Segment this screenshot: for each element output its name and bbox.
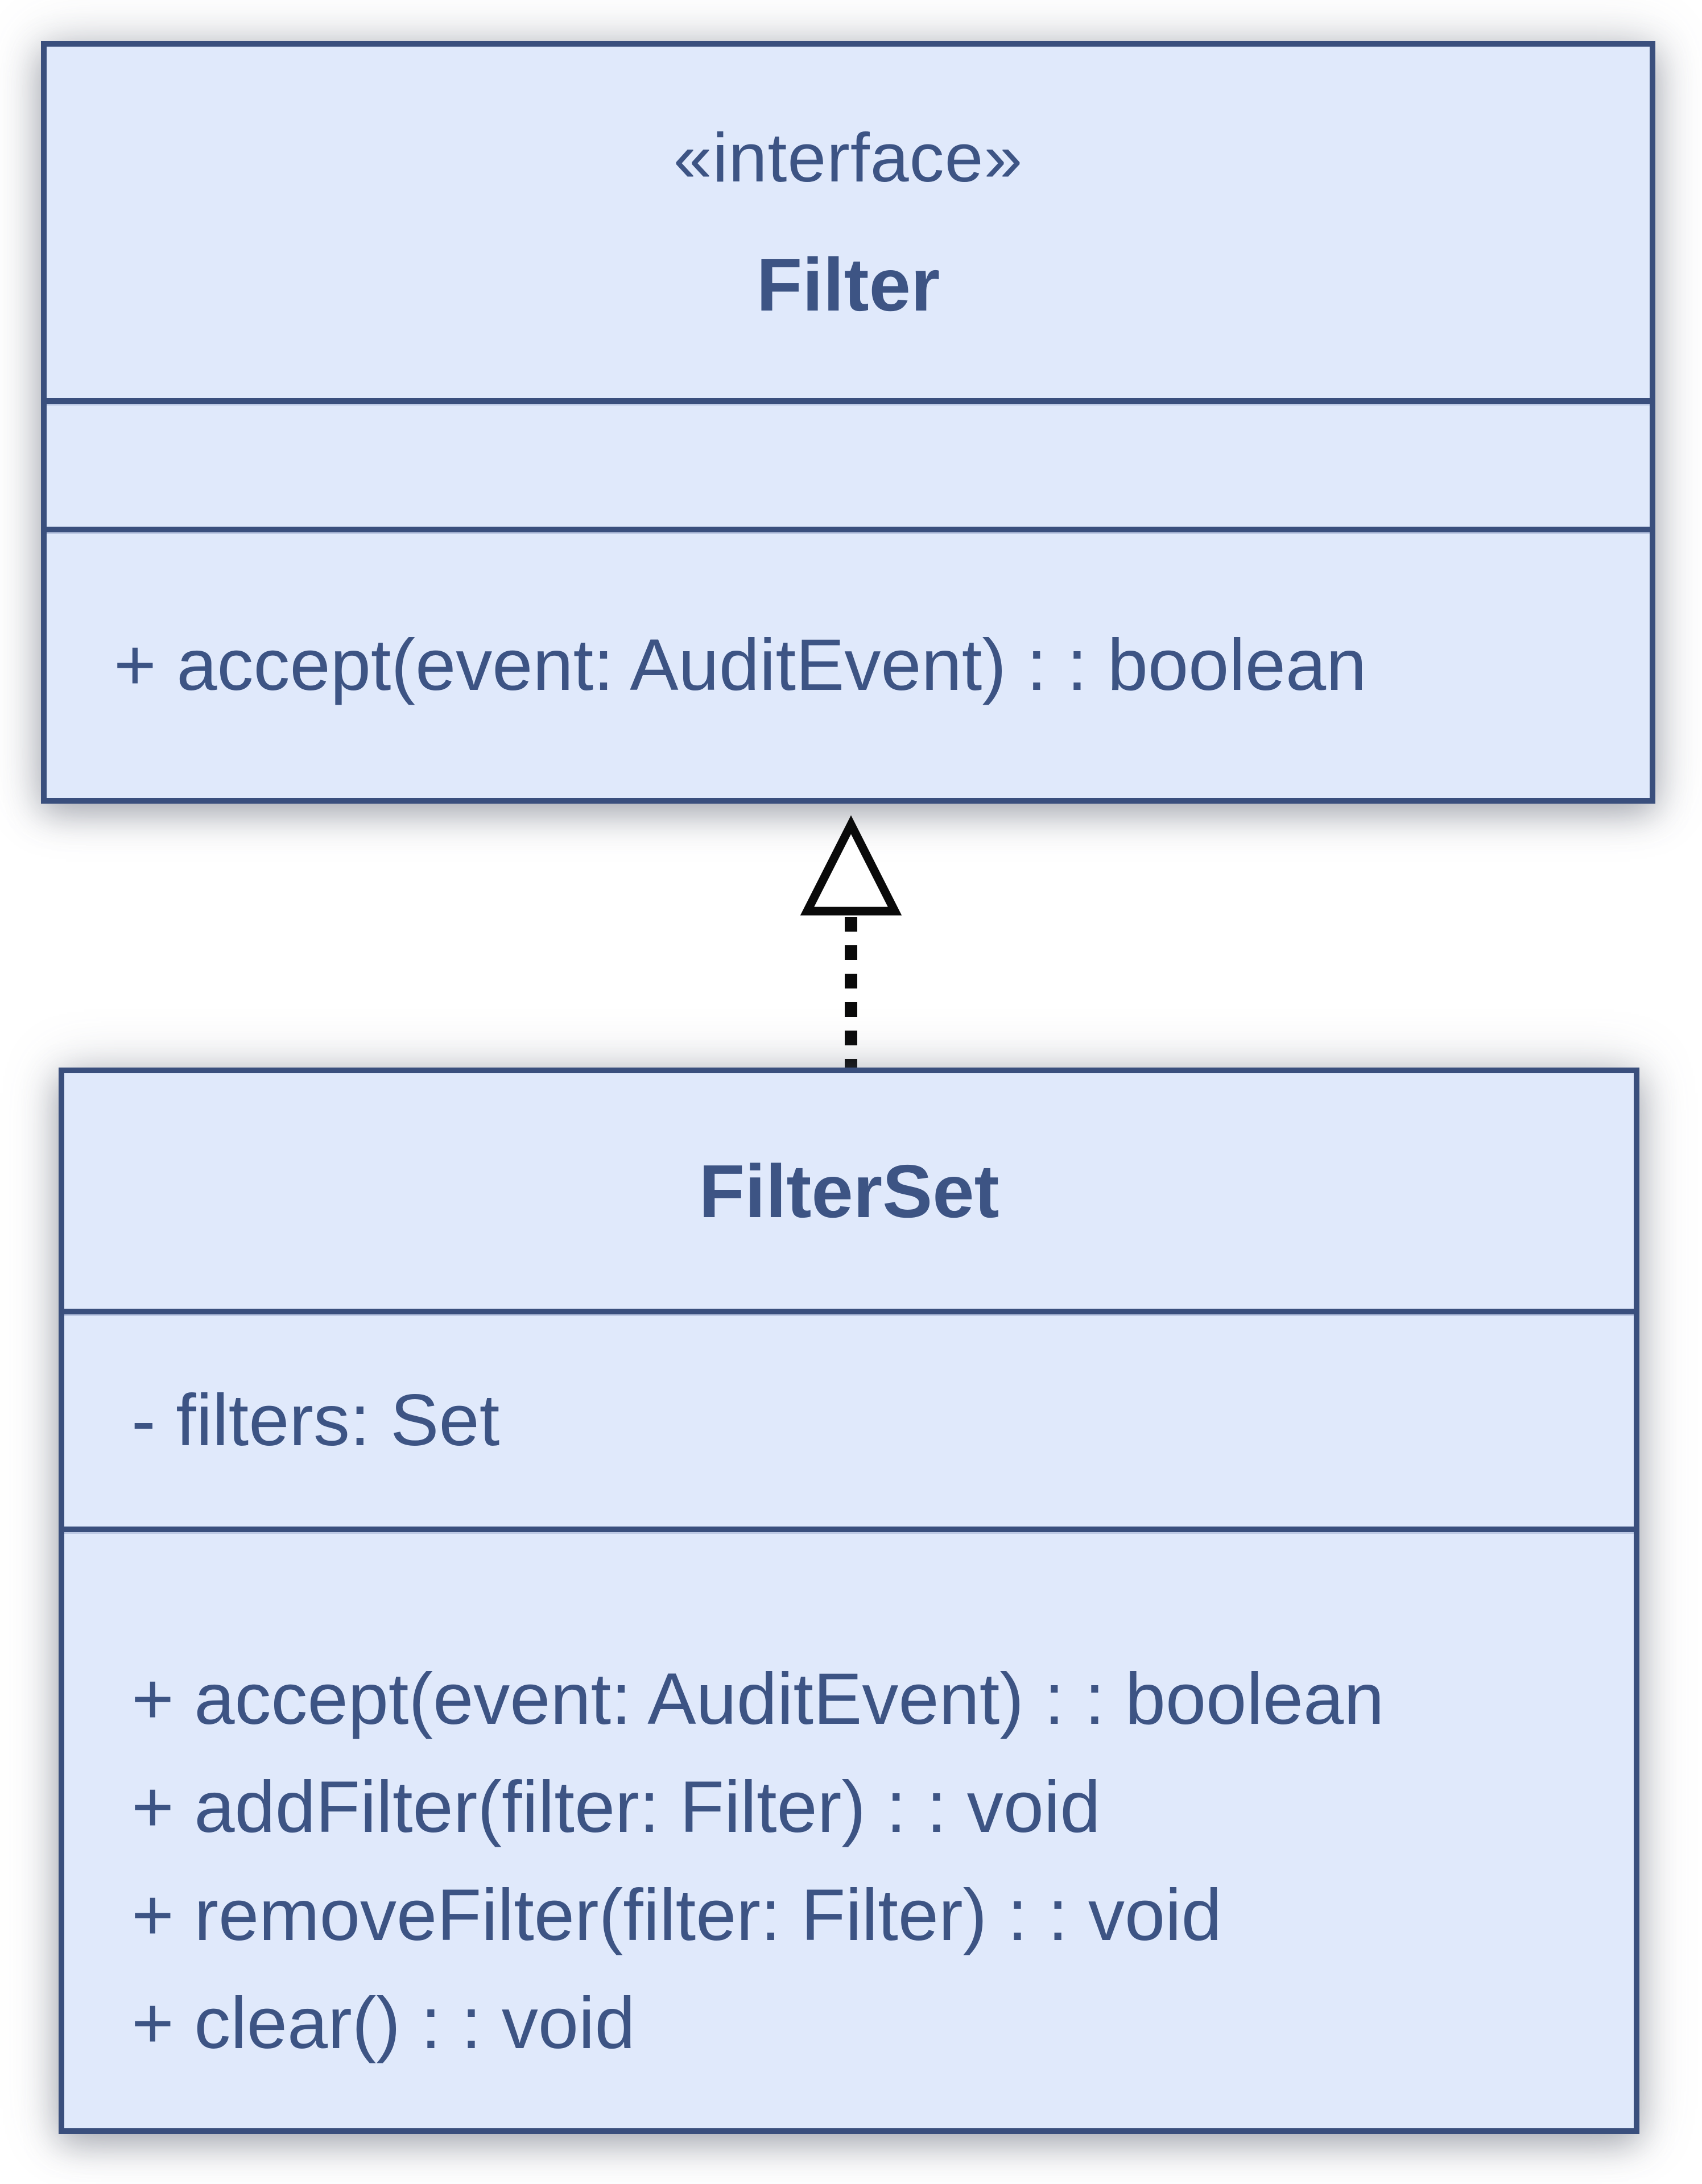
method-item: + clear() : : void bbox=[131, 1983, 635, 2064]
implementation-class-box: FilterSet - filters: Set + accept(event:… bbox=[59, 1068, 1639, 2134]
class-name: Filter bbox=[756, 242, 940, 326]
methods-compartment: + accept(event: AuditEvent) : : boolean … bbox=[64, 1532, 1634, 2128]
arrow-triangle-icon bbox=[800, 815, 902, 916]
compartment-divider bbox=[47, 398, 1650, 404]
method-item: + accept(event: AuditEvent) : : boolean bbox=[114, 624, 1367, 706]
methods-compartment: + accept(event: AuditEvent) : : boolean bbox=[47, 532, 1650, 798]
attribute-item: - filters: Set bbox=[131, 1379, 500, 1461]
stereotype-label: «interface» bbox=[673, 118, 1023, 196]
method-item: + removeFilter(filter: Filter) : : void bbox=[131, 1875, 1222, 1956]
compartment-divider bbox=[64, 1527, 1634, 1532]
interface-class-box: «interface» Filter + accept(event: Audit… bbox=[41, 41, 1655, 804]
compartment-divider bbox=[47, 527, 1650, 532]
method-item: + accept(event: AuditEvent) : : boolean bbox=[131, 1658, 1385, 1740]
attributes-compartment: - filters: Set bbox=[64, 1314, 1634, 1527]
attributes-compartment bbox=[47, 404, 1650, 527]
compartment-divider bbox=[64, 1309, 1634, 1314]
class-name: FilterSet bbox=[699, 1149, 999, 1233]
realization-arrow bbox=[800, 815, 902, 1068]
class-header: «interface» Filter bbox=[47, 47, 1650, 398]
method-item: + addFilter(filter: Filter) : : void bbox=[131, 1767, 1101, 1848]
class-header: FilterSet bbox=[64, 1073, 1634, 1309]
